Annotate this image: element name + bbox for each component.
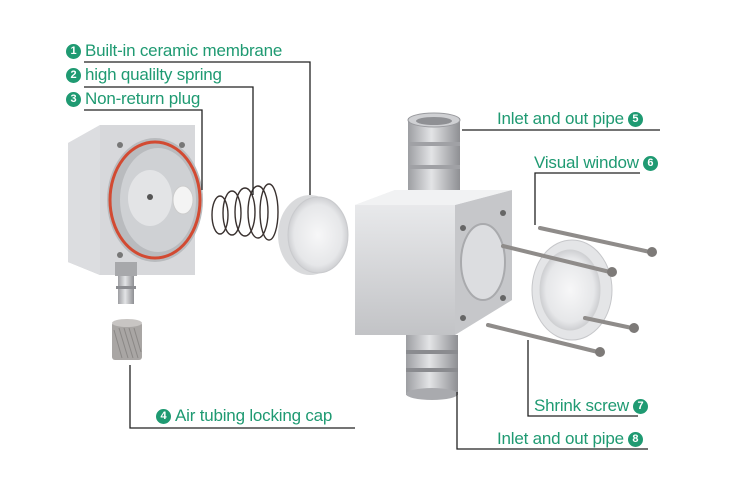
left-housing-block — [68, 125, 203, 304]
callout-1: 1 Built-in ceramic membrane — [66, 41, 282, 61]
callout-4: 4 Air tubing locking cap — [156, 406, 332, 426]
callout-2-label: high qualilty spring — [85, 65, 222, 84]
callout-4-label: Air tubing locking cap — [175, 406, 333, 425]
number-badge-1: 1 — [66, 43, 81, 59]
number-badge-7: 7 — [632, 398, 648, 414]
spring — [211, 183, 279, 241]
callout-8: Inlet and out pipe 8 — [497, 429, 643, 449]
callout-3: 3 Non-return plug — [66, 89, 200, 109]
callout-6: Visual window 6 — [534, 153, 658, 173]
callout-8-label: Inlet and out pipe — [497, 429, 624, 448]
callout-6-label: Visual window — [534, 153, 639, 172]
callout-5: Inlet and out pipe 5 — [497, 109, 643, 129]
main-body — [355, 112, 512, 400]
callout-1-label: Built-in ceramic membrane — [85, 41, 283, 60]
callout-7: Shrink screw 7 — [534, 396, 648, 416]
locking-cap — [112, 319, 142, 360]
number-badge-4: 4 — [156, 408, 171, 424]
number-badge-3: 3 — [66, 91, 81, 107]
number-badge-6: 6 — [642, 155, 658, 171]
callout-5-label: Inlet and out pipe — [497, 109, 624, 128]
callout-3-label: Non-return plug — [85, 89, 201, 108]
number-badge-8: 8 — [627, 431, 643, 447]
ceramic-membrane — [278, 195, 349, 275]
shrink-screws — [486, 226, 652, 354]
callout-7-label: Shrink screw — [534, 396, 629, 415]
callout-2: 2 high qualilty spring — [66, 65, 222, 85]
visual-window — [531, 239, 613, 341]
leader-lines — [84, 61, 660, 450]
number-badge-5: 5 — [627, 111, 643, 127]
number-badge-2: 2 — [66, 67, 81, 83]
